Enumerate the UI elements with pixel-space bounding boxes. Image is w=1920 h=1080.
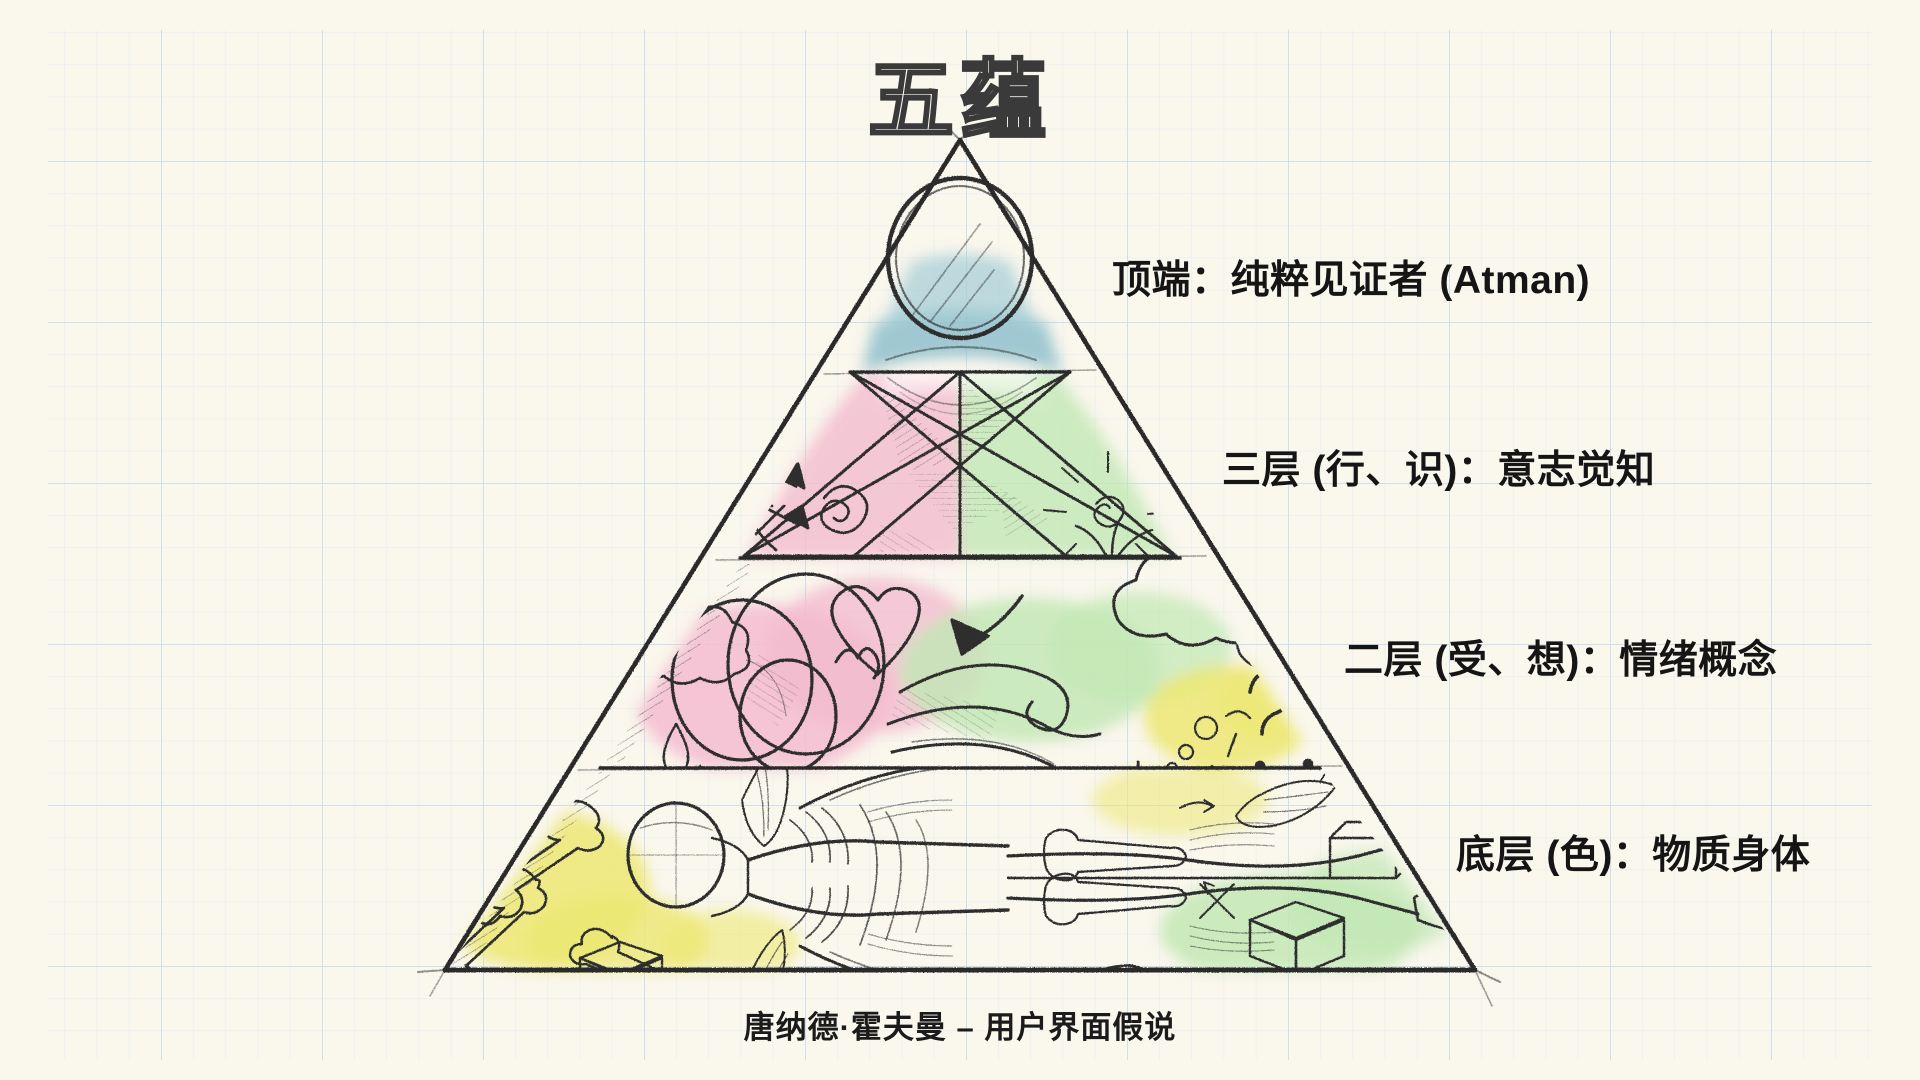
cube-icon <box>1248 900 1346 970</box>
muscle-fiber-icon <box>741 768 789 847</box>
heart-icon <box>830 585 921 676</box>
muscle-fiber-icon <box>1235 779 1337 828</box>
spiral-icon <box>820 484 869 534</box>
label-apex: 顶端：纯粹见证者 (Atman) <box>1112 259 1591 302</box>
label-layer-3: 三层 (行、识)：意志觉知 <box>1222 449 1656 492</box>
arrow-icon <box>950 594 1024 656</box>
label-layer-2: 二层 (受、想)：情绪概念 <box>1344 639 1778 682</box>
layer-2-emotion-concept-art <box>606 558 1320 768</box>
overlapping-circles-icon <box>670 572 886 768</box>
footer-caption: 唐纳德·霍夫曼 – 用户界面假说 <box>743 1010 1177 1045</box>
pyramid-outline <box>417 125 1501 1007</box>
teardrop-icon <box>662 722 712 768</box>
muscle-fiber-icon <box>738 929 789 970</box>
label-layer-1: 底层 (色)：物质身体 <box>1456 834 1811 877</box>
bone-icon <box>568 927 698 970</box>
sprout-icon <box>1074 514 1154 558</box>
page-title: 五蕴 <box>867 50 1052 153</box>
bubble-icon <box>1165 710 1252 768</box>
